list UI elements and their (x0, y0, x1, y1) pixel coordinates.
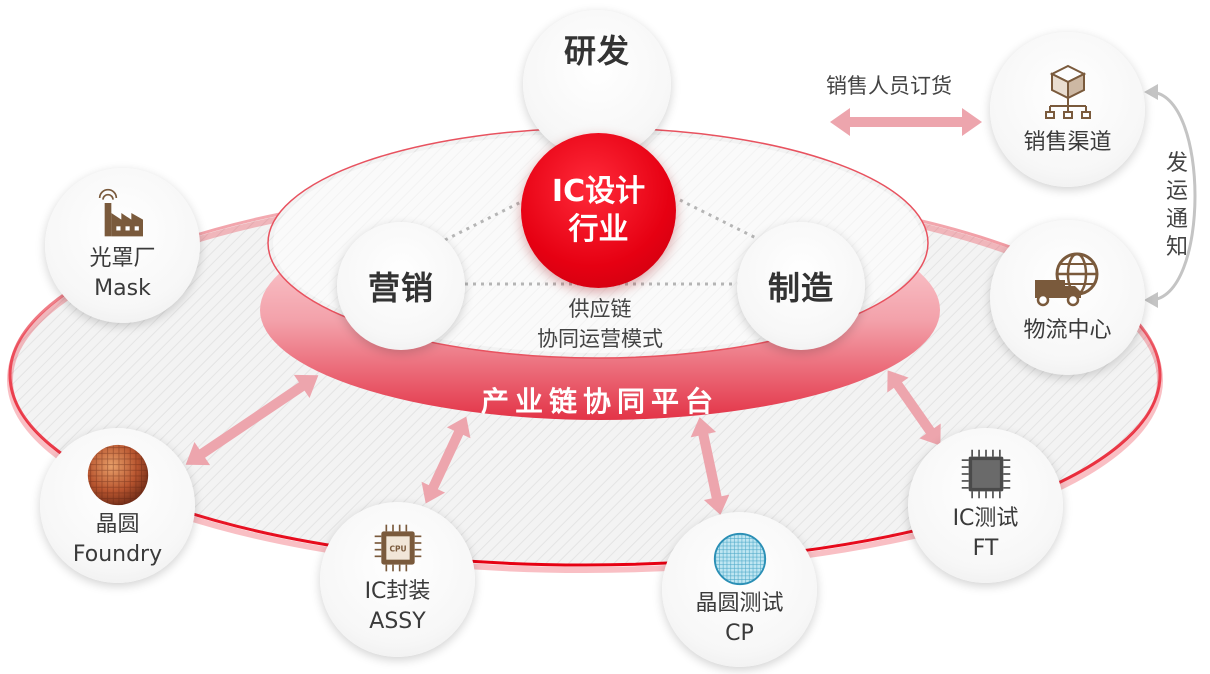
mask-node: 光罩厂 Mask (45, 168, 200, 323)
assy-node: CPU IC封装 ASSY (320, 502, 475, 657)
box-network-icon (1044, 64, 1091, 119)
foundry-arrow (185, 374, 319, 466)
ic-design-line2: 行业 (568, 211, 629, 247)
logistics-label: 物流中心 (1023, 317, 1112, 343)
factory-icon (98, 188, 143, 236)
platform-label: 产业链协同平台 (480, 385, 719, 418)
notify-text: 发运通知 (1165, 151, 1188, 260)
mode-line2: 协同运营模式 (537, 327, 663, 351)
manufacturing-circle: 制造 (737, 222, 865, 350)
ft-arrow (887, 370, 941, 446)
assy-line1: IC封装 (364, 578, 431, 604)
foundry-line2: Foundry (72, 541, 163, 567)
ft-node: IC测试 FT (908, 428, 1063, 583)
cp-node: 晶圆测试 CP (662, 512, 817, 667)
ic-design-line1: IC设计 (551, 173, 646, 209)
manufacturing-label: 制造 (767, 269, 834, 307)
test-wafer-icon (713, 532, 766, 585)
mode-line1: 供应链 (568, 297, 632, 321)
ic-chip-icon (961, 449, 1010, 498)
marketing-circle: 营销 (337, 222, 465, 350)
arrows (185, 108, 982, 515)
mask-line1: 光罩厂 (89, 245, 156, 271)
sales-channel-label: 销售渠道 (1023, 129, 1112, 155)
mask-line2: Mask (94, 275, 151, 301)
cp-line2: CP (725, 620, 754, 646)
foundry-line1: 晶圆 (95, 511, 140, 537)
ft-line1: IC测试 (952, 505, 1019, 531)
logistics-node: 物流中心 (990, 220, 1145, 375)
marketing-label: 营销 (367, 269, 434, 307)
sales-order-arrow (830, 108, 982, 136)
cp-line1: 晶圆测试 (695, 590, 784, 616)
cpu-chip-text: CPU (389, 544, 406, 553)
assy-line2: ASSY (369, 608, 426, 634)
dotted-line-right (679, 198, 761, 242)
rd-label: 研发 (563, 32, 630, 70)
notify-curve-arrow (1149, 90, 1197, 302)
dotted-line-left (444, 198, 526, 242)
globe-truck-icon (1034, 252, 1098, 306)
foundry-node: 晶圆 Foundry (40, 428, 195, 583)
ft-line2: FT (972, 535, 999, 561)
cp-arrow (690, 417, 730, 515)
ic-design-circle: IC设计 行业 (521, 133, 676, 288)
wafer-icon (87, 444, 148, 505)
operation-mode-text: 供应链 协同运营模式 (480, 294, 720, 354)
assy-arrow (421, 416, 471, 504)
cpu-chip-icon: CPU (374, 524, 421, 571)
sales-channel-node: 销售渠道 (990, 32, 1145, 187)
sales-order-text: 销售人员订货 (826, 74, 952, 98)
